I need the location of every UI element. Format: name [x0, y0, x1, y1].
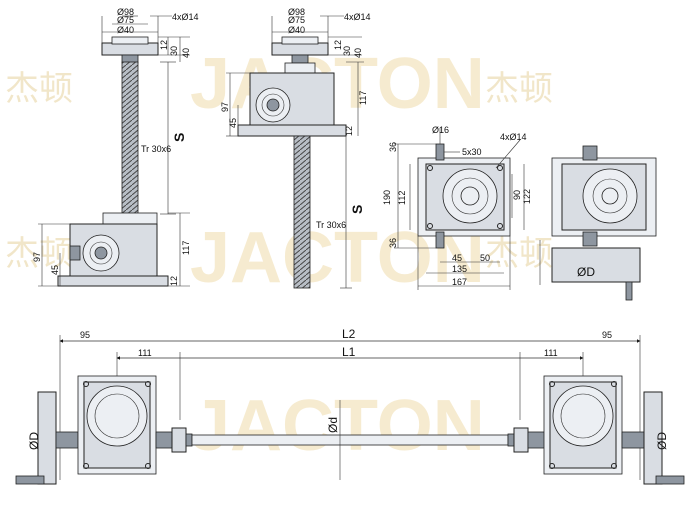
bottom-dim-shaft: Ød: [326, 417, 340, 433]
side-dim-d98: Ø98: [288, 7, 305, 17]
watermark-brand-top: JACTON: [190, 44, 485, 124]
watermark-cn-3: 杰顿: [5, 234, 73, 274]
front-dim-h97: 97: [32, 252, 42, 262]
top-dim-w167: 167: [452, 277, 467, 287]
side-dim-holes: 4xØ14: [344, 12, 371, 22]
connecting-shaft: [191, 434, 509, 446]
top-dim-w45: 45: [452, 253, 462, 263]
front-worm-hub: [94, 246, 108, 260]
bottom-dim-95-right: 95: [602, 330, 612, 340]
top-dim-h36a: 36: [388, 142, 398, 152]
end-view: ØD: [539, 145, 657, 301]
side-view: Ø98 Ø75 Ø40 4xØ14 12 30 40 97 45 117 12 …: [220, 7, 371, 289]
front-dim-stroke: S: [171, 133, 187, 142]
bottom-dim-dia-right: ØD: [655, 432, 669, 450]
front-thread-label: Tr 30x6: [141, 144, 171, 154]
top-dim-w135: 135: [452, 264, 467, 274]
side-dim-d40: Ø40: [288, 25, 305, 35]
left-coupling: [171, 427, 187, 453]
watermark-cn-2: 杰顿: [485, 69, 553, 109]
front-dim-holes: 4xØ14: [172, 12, 199, 22]
watermark-brand-bottom: JACTON: [190, 386, 485, 466]
side-dim-h97: 97: [220, 102, 230, 112]
top-dim-w90: 90: [512, 190, 522, 200]
bottom-dim-111-left: 111: [138, 348, 152, 358]
left-gearbox-wheel: [86, 385, 148, 447]
top-dim-holes: 4xØ14: [500, 132, 527, 142]
watermark-cn-4: 杰顿: [485, 234, 553, 274]
end-coupling-block: [551, 247, 641, 283]
end-dim-dia: ØD: [577, 265, 595, 279]
top-dim-h112: 112: [397, 191, 407, 205]
top-dim-h36b: 36: [388, 238, 398, 248]
top-dim-key: 5x30: [462, 147, 482, 157]
side-dim-h30: 30: [342, 46, 352, 56]
side-dim-h40: 40: [353, 48, 363, 58]
side-dim-h45: 45: [228, 118, 238, 128]
side-lead-screw: [293, 135, 311, 289]
bottom-dim-95-left: 95: [80, 330, 90, 340]
top-dim-w122: 122: [522, 189, 532, 204]
side-base-plate: [237, 124, 347, 137]
right-coupling: [513, 427, 529, 453]
front-housing-top: [102, 212, 158, 225]
right-end-flange: [643, 391, 663, 485]
front-dim-h12b: 12: [169, 276, 179, 286]
front-dim-h40: 40: [181, 48, 191, 58]
bottom-assembly: L2 L1 95 95 111 111 ØD Ød: [15, 327, 685, 485]
side-dim-stroke: S: [349, 205, 365, 214]
front-dim-d75: Ø75: [117, 15, 134, 25]
top-dim-h190: 190: [382, 190, 392, 205]
side-dim-h117: 117: [358, 91, 368, 105]
side-thread-label: Tr 30x6: [316, 220, 346, 230]
front-view: Ø98 Ø75 Ø40 4xØ14 12 30 40 S Tr 30x6 97 …: [32, 7, 199, 287]
front-dim-h45: 45: [50, 265, 60, 275]
front-dim-d40: Ø40: [117, 25, 134, 35]
right-gearbox-wheel: [552, 385, 614, 447]
side-dim-h12b: 12: [344, 126, 354, 136]
side-dim-h12: 12: [333, 40, 343, 50]
front-base-plate: [57, 275, 169, 287]
top-dim-w50: 50: [480, 253, 490, 263]
front-top-boss: [111, 36, 149, 45]
watermark-cn-1: 杰顿: [5, 69, 73, 109]
side-top-flange: [271, 42, 329, 56]
top-input-shaft: [435, 143, 445, 161]
front-shaft-stub: [69, 245, 81, 261]
front-dim-h117: 117: [181, 241, 191, 255]
front-lead-screw: [121, 61, 139, 215]
bottom-dim-l1: L1: [342, 345, 356, 359]
side-dim-d75: Ø75: [288, 15, 305, 25]
bottom-dim-111-right: 111: [544, 348, 558, 358]
top-dim-d16: Ø16: [432, 125, 449, 135]
front-top-flange: [101, 42, 159, 56]
front-dim-h30: 30: [169, 46, 179, 56]
bottom-dim-dia-left: ØD: [27, 432, 41, 450]
top-view: Ø16 4xØ14 5x30 36 190 112 36 90 122 45 5…: [382, 125, 532, 290]
front-dim-h12: 12: [159, 40, 169, 50]
bottom-dim-l2: L2: [342, 327, 356, 341]
front-dim-d98: Ø98: [117, 7, 134, 17]
